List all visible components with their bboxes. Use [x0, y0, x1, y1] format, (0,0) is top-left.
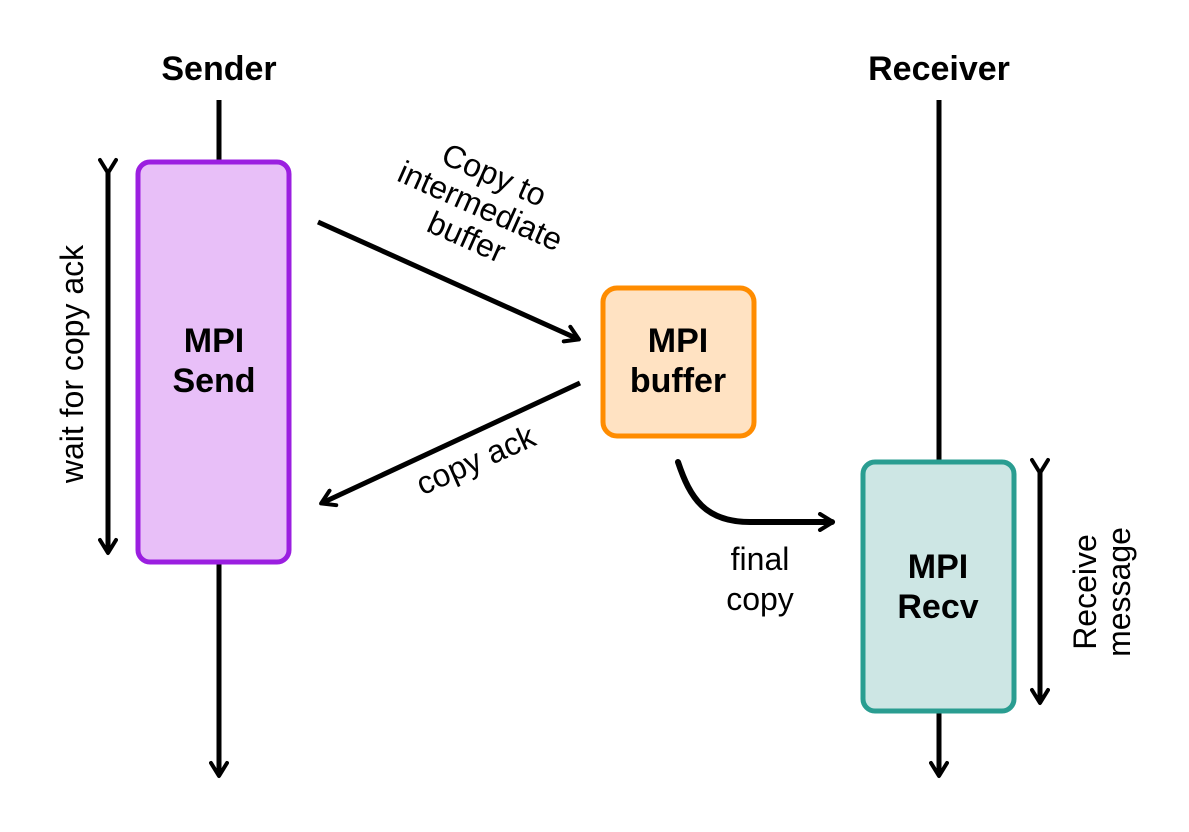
final-copy-label-line1: final [731, 541, 790, 577]
mpi-send-rect [135, 159, 292, 565]
mpi-send-label-line2: Send [172, 362, 255, 400]
mpi-recv-label-line1: MPI [908, 548, 968, 586]
mpi-buffer-label-line2: buffer [630, 362, 726, 400]
copy-to-buffer-arrow [316, 219, 581, 344]
receive-label-line1: Receive [1067, 534, 1103, 650]
mpi-recv-rect [860, 459, 1017, 714]
receiver-lane-title: Receiver [868, 50, 1010, 88]
mpi-recv-label-line2: Recv [897, 588, 978, 626]
mpi-recv-box: MPI Recv [860, 459, 1017, 714]
sender-lane-title: Sender [161, 50, 276, 88]
wait-for-copy-ack-label: wait for copy ack [54, 244, 90, 484]
receive-label-line2: message [1101, 527, 1137, 657]
copy-ack-arrow [319, 380, 582, 508]
mpi-send-label-line1: MPI [184, 322, 244, 360]
mpi-buffer-rect [600, 285, 757, 439]
mpi-buffer-label-line1: MPI [648, 322, 708, 360]
final-copy-arrow [675, 459, 835, 532]
receive-message-annotation: Receive message [1067, 527, 1137, 657]
mpi-buffer-box: MPI buffer [600, 285, 757, 439]
final-copy-label-line2: copy [726, 581, 794, 617]
mpi-send-box: MPI Send [135, 159, 292, 565]
